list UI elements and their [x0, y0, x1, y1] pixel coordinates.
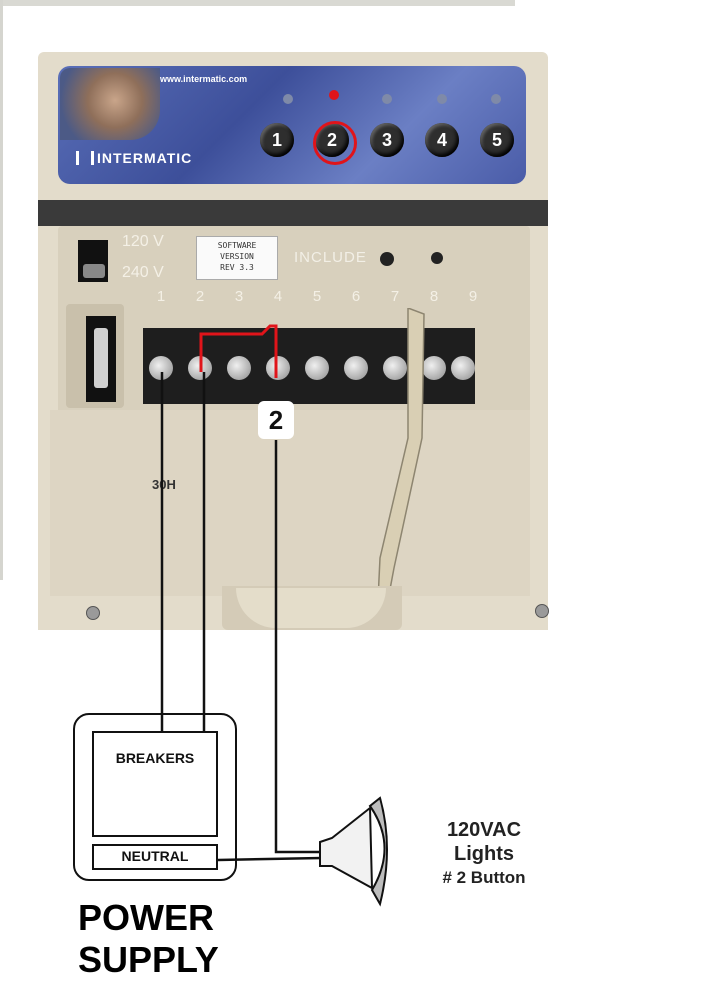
terminal-number-4: 4: [273, 288, 283, 305]
led-5: [491, 94, 501, 104]
led-2: [329, 90, 339, 100]
led-3: [382, 94, 392, 104]
software-line-3: REV 3.3: [220, 263, 254, 272]
brand-name: INTERMATIC: [97, 150, 193, 166]
lower-compartment: [50, 410, 530, 596]
button-5[interactable]: 5: [480, 123, 514, 157]
button-3[interactable]: 3: [370, 123, 404, 157]
conduit-opening: [236, 588, 386, 628]
breakers-label: BREAKERS: [115, 750, 195, 766]
light-label-line2: Lights: [454, 843, 514, 865]
power-supply-label-line2: SUPPLY: [78, 939, 219, 980]
power-supply-label-line1: POWER: [78, 897, 215, 938]
terminal-screw-8[interactable]: [422, 356, 446, 380]
software-line-1: SOFTWARE: [217, 241, 257, 250]
voltage-switch-knob: [83, 264, 105, 278]
terminal-screw-9[interactable]: [451, 356, 475, 380]
terminal-screw-6[interactable]: [344, 356, 368, 380]
light-label-line1: 120VAC: [446, 819, 522, 841]
terminal-lever: [378, 308, 425, 600]
include-label: INCLUDE: [294, 249, 367, 266]
led-4: [437, 94, 447, 104]
mounting-screw-right: [535, 604, 549, 618]
voltage-240-label: 240 V: [122, 264, 164, 281]
light-fixture-icon: [319, 796, 388, 907]
terminal-number-6: 6: [351, 288, 361, 305]
photo-edge-top: [0, 0, 515, 6]
terminal-number-2: 2: [195, 288, 205, 305]
terminal-screw-3[interactable]: [227, 356, 251, 380]
panel-url: www.intermatic.com: [160, 74, 248, 84]
terminal-screw-5[interactable]: [305, 356, 329, 380]
active-button-ring: [313, 121, 357, 165]
wire-terminal-4-to-light: [274, 440, 322, 854]
button-1[interactable]: 1: [260, 123, 294, 157]
terminal-number-9: 9: [468, 288, 478, 305]
status-led: [431, 252, 443, 264]
terminal-number-7: 7: [390, 288, 400, 305]
neutral-label: NEUTRAL: [121, 848, 189, 864]
photo-edge-left: [0, 0, 3, 580]
brand-logo: INTERMATIC: [76, 150, 192, 166]
software-version-sticker: SOFTWARE VERSION REV 3.3: [196, 236, 278, 280]
terminal-number-8: 8: [429, 288, 439, 305]
neutral-box: [92, 844, 218, 870]
circuit-number-tag: 2: [258, 401, 294, 439]
power-supply-box: [73, 713, 237, 881]
terminal-number-3: 3: [234, 288, 244, 305]
terminal-screw-4[interactable]: [266, 356, 290, 380]
terminal-number-5: 5: [312, 288, 322, 305]
button-4[interactable]: 4: [425, 123, 459, 157]
terminal-screw-7[interactable]: [383, 356, 407, 380]
panel-photo: [60, 68, 160, 140]
brand-logo-mark: [76, 151, 94, 165]
jumper-wire: [199, 324, 278, 378]
terminal-number-1: 1: [156, 288, 166, 305]
model-label: 30H: [152, 477, 176, 492]
light-label-line3: # 2 Button: [442, 868, 526, 887]
led-1: [283, 94, 293, 104]
software-line-2: VERSION: [220, 252, 254, 261]
mounting-screw-left: [86, 606, 100, 620]
fuse: [94, 328, 108, 388]
include-button[interactable]: [380, 252, 394, 266]
voltage-120-label: 120 V: [122, 233, 164, 250]
breakers-box: [92, 731, 218, 837]
light-label: 120VAC Lights # 2 Button: [414, 818, 554, 890]
cover-gasket: [38, 200, 548, 226]
